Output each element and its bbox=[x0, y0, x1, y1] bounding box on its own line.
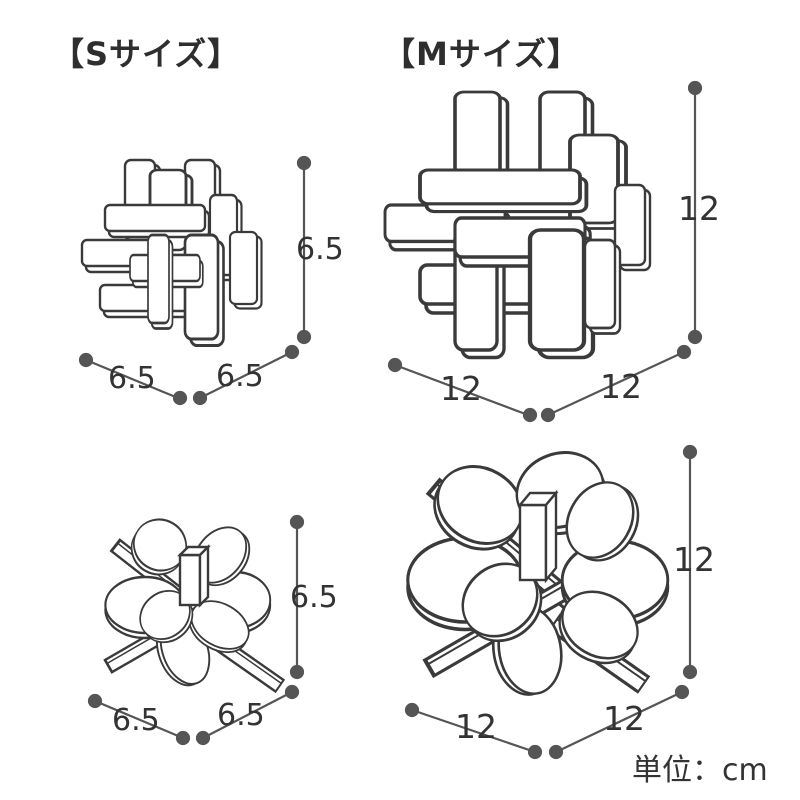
medium-lattice-puzzle-illustration bbox=[383, 90, 652, 358]
small-flower-puzzle-illustration bbox=[103, 508, 285, 694]
medium-top-width-right-label: 12 bbox=[600, 367, 642, 406]
small-bottom-height-label: 6.5 bbox=[290, 580, 338, 615]
unit-label: 単位：cm bbox=[632, 753, 768, 788]
medium-bottom-height-label: 12 bbox=[673, 540, 715, 579]
small-top-width-right-label: 6.5 bbox=[216, 359, 264, 394]
medium-top-width-left-label: 12 bbox=[440, 369, 482, 408]
small-size-header: 【Sサイズ】 bbox=[52, 35, 241, 73]
small-top-width-left-label: 6.5 bbox=[108, 361, 156, 396]
small-bottom-width-left-label: 6.5 bbox=[112, 703, 160, 738]
small-lattice-puzzle-illustration bbox=[80, 158, 263, 348]
medium-size-header: 【Mサイズ】 bbox=[383, 35, 580, 73]
small-top-height-label: 6.5 bbox=[296, 232, 344, 267]
medium-bottom-width-left-label: 12 bbox=[455, 707, 497, 746]
dimension-lines bbox=[78, 80, 703, 760]
medium-top-height-label: 12 bbox=[678, 189, 720, 228]
small-bottom-width-right-label: 6.5 bbox=[217, 698, 265, 733]
medium-flower-puzzle-illustration bbox=[405, 439, 670, 701]
medium-bottom-width-right-label: 12 bbox=[603, 699, 645, 738]
